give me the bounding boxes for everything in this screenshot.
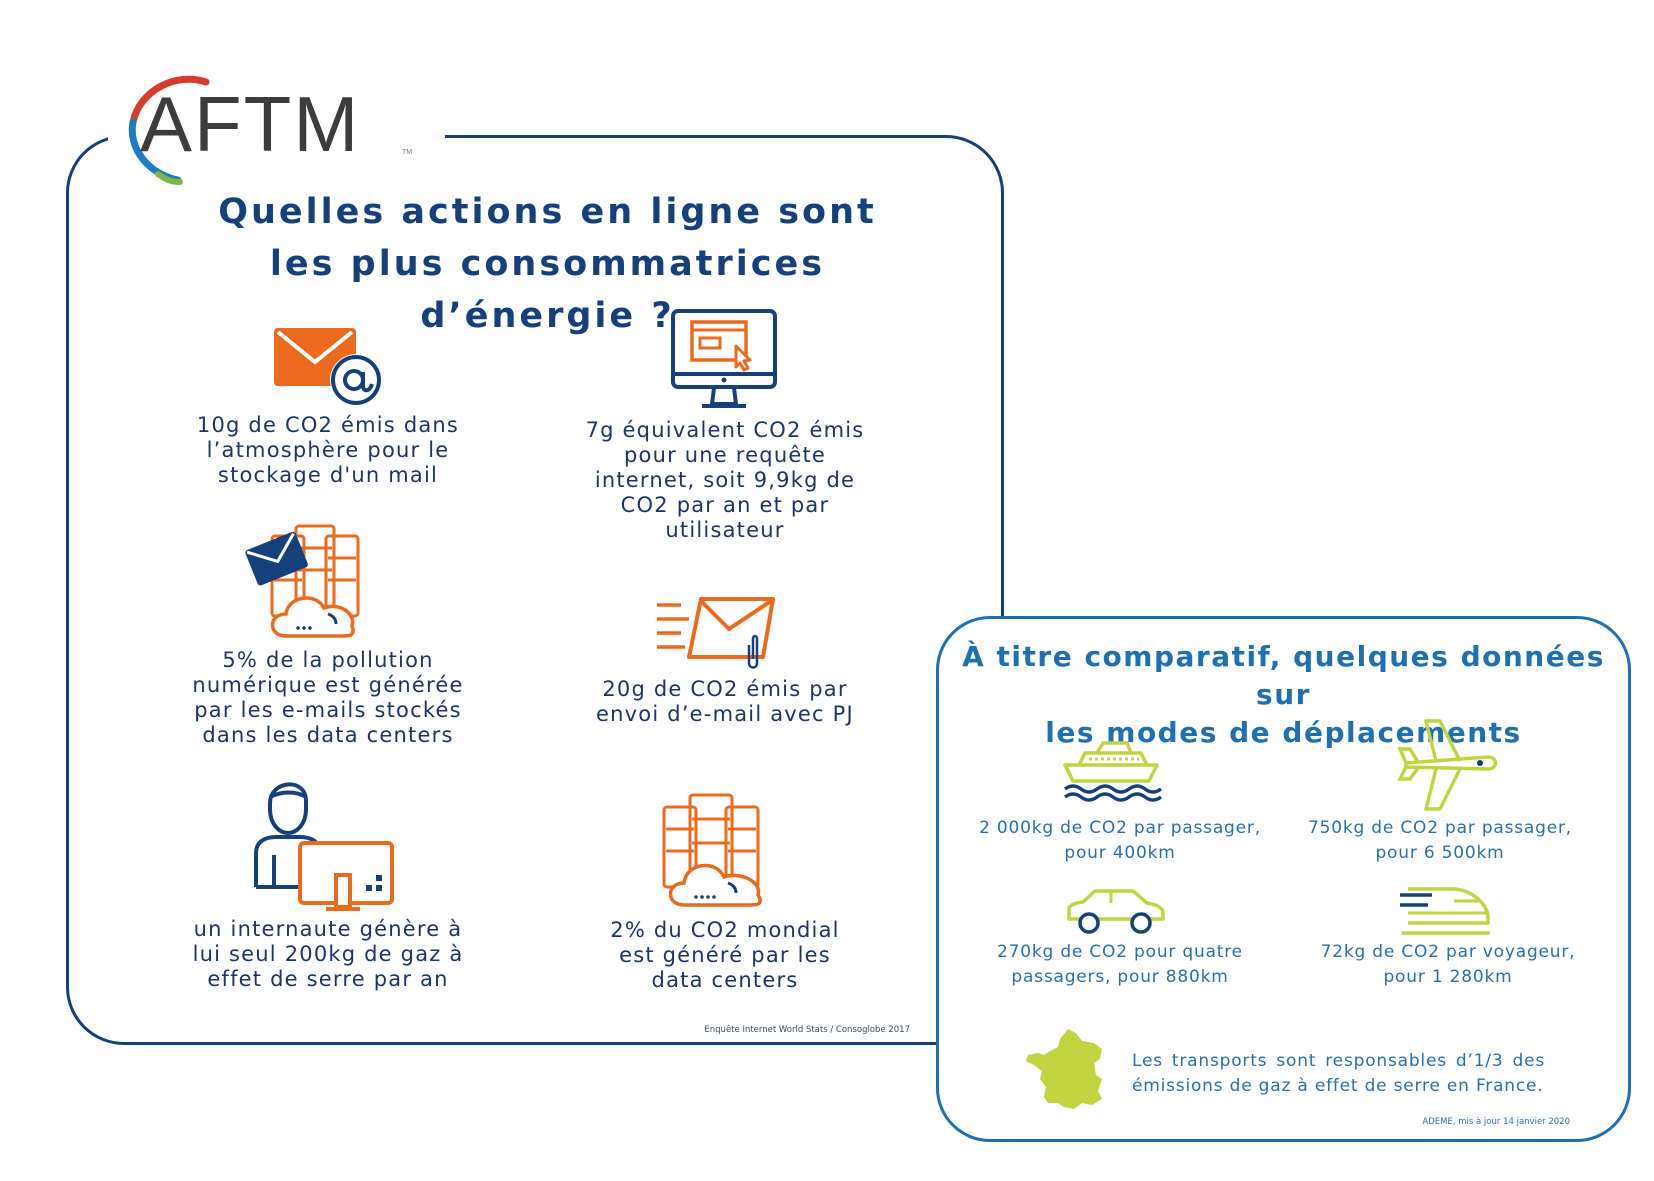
main-title-line-2: les plus consommatrices d’énergie ?	[269, 244, 826, 336]
side-source: ADEME, mis à jour 14 janvier 2020	[1422, 1117, 1570, 1127]
computer-cursor-icon	[671, 309, 777, 408]
mail-datacenter-icon	[245, 524, 360, 638]
side-title-line-2: les modes de déplacements	[1045, 716, 1522, 749]
side-title: À titre comparatif, quelques données sur…	[950, 638, 1617, 752]
side-title-line-1: À titre comparatif, quelques données sur	[962, 640, 1605, 711]
main-panel-frame	[66, 135, 1004, 1045]
transport-train: 72kg de CO2 par voyageur, pour 1 280km	[1320, 942, 1576, 987]
transport-plane: 750kg de CO2 par passager, pour 6 500km	[1308, 818, 1572, 863]
transport-ship: 2 000kg de CO2 par passager, pour 400km	[979, 818, 1261, 863]
main-title: Quelles actions en ligne sont les plus c…	[160, 186, 935, 342]
fact-stored-emails: 5% de la pollution numérique est générée…	[192, 648, 464, 747]
internet-user-icon	[254, 782, 394, 911]
fact-internet-user: un internaute génère à lui seul 200kg de…	[192, 917, 464, 991]
mail-attachment-icon	[657, 597, 775, 669]
france-map-icon	[1026, 1029, 1102, 1109]
aftm-logo: AFTM TM	[128, 70, 428, 190]
logo-text: AFTM	[140, 80, 360, 168]
train-icon	[1400, 887, 1490, 935]
fact-internet-request: 7g équivalent CO2 émis pour une requête …	[585, 418, 865, 542]
fact-mail-storage: 10g de CO2 émis dans l’atmosphère pour l…	[196, 413, 460, 487]
transport-car: 270kg de CO2 pour quatre passagers, pour…	[997, 942, 1243, 987]
main-title-line-1: Quelles actions en ligne sont	[218, 192, 877, 232]
fact-email-attachment: 20g de CO2 émis par envoi d’e-mail avec …	[596, 677, 854, 726]
logo-tm: TM	[402, 149, 412, 156]
main-source: Enquête Internet World Stats / Consoglob…	[704, 1025, 910, 1035]
mail-at-icon	[274, 328, 382, 406]
datacenter-cloud-icon	[662, 793, 762, 907]
plane-icon	[1397, 719, 1498, 811]
car-icon	[1067, 889, 1165, 934]
ship-icon	[1063, 741, 1163, 802]
frame-gap	[108, 125, 445, 145]
fact-datacenters: 2% du CO2 mondial est généré par les dat…	[610, 918, 840, 992]
